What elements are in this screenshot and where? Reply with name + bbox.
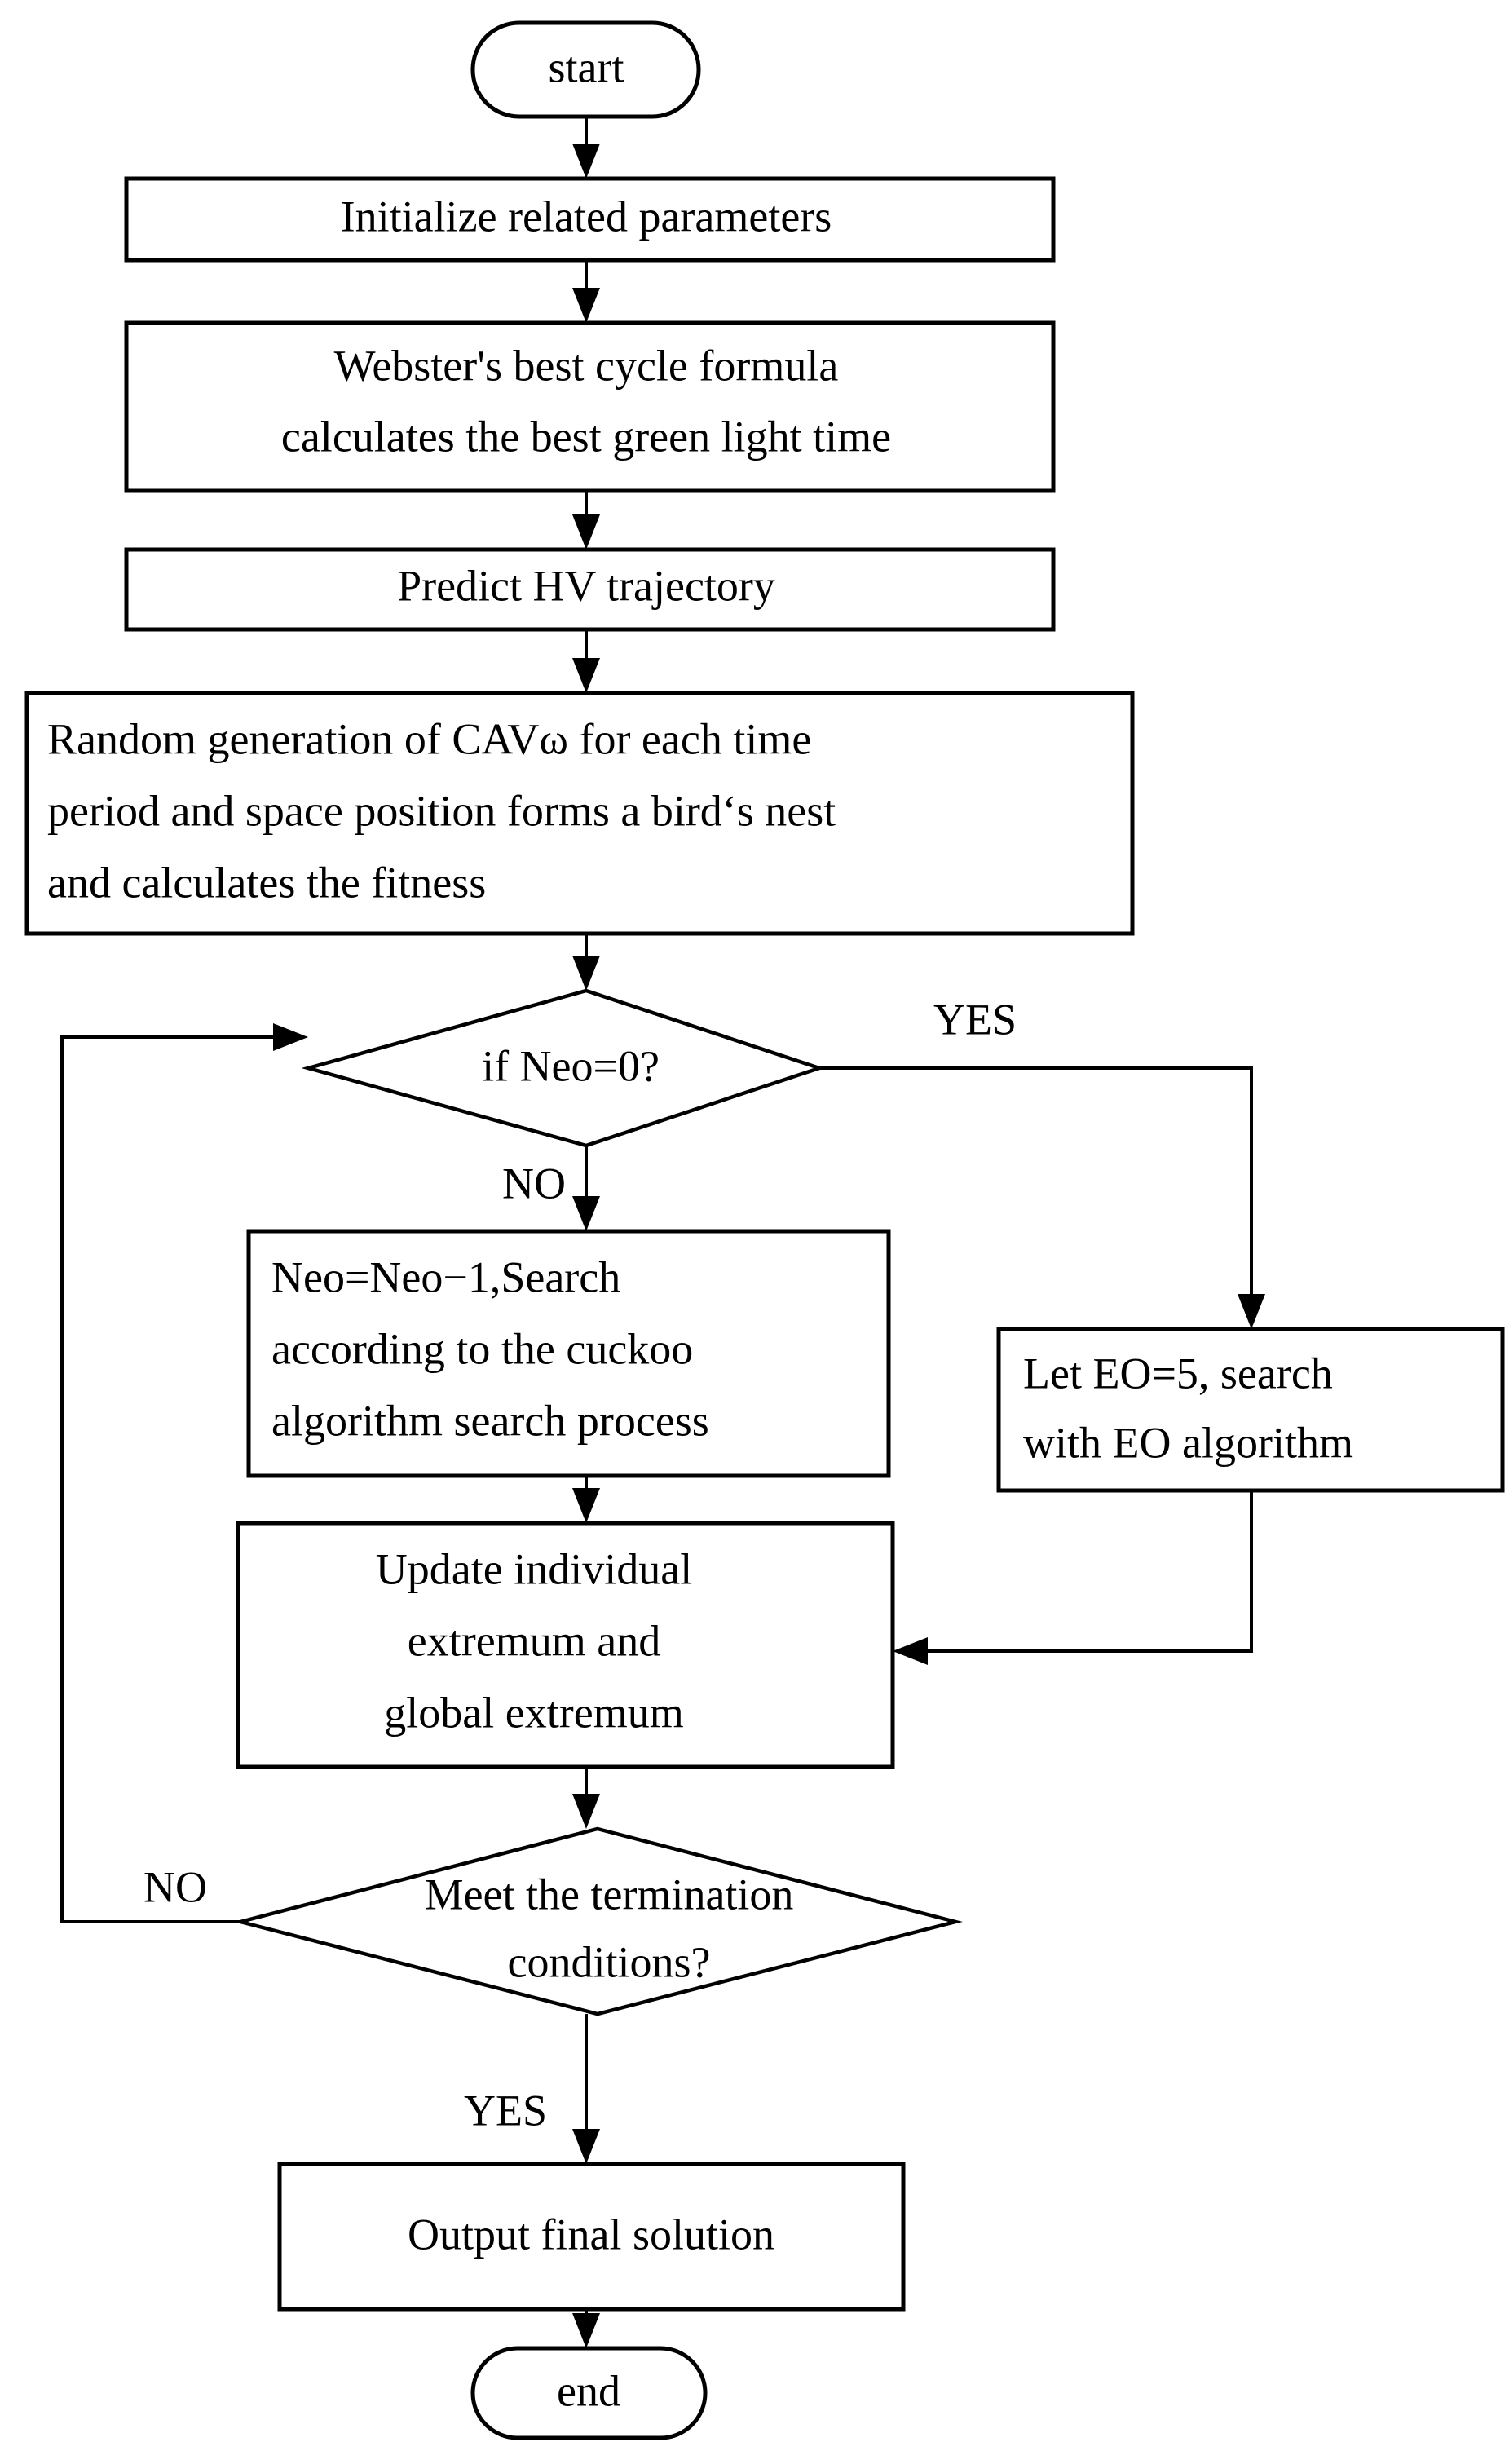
update-extremum-line1: Update individual	[376, 1544, 692, 1593]
webster-label-line1: Webster's best cycle formula	[334, 341, 839, 390]
edge-output-to-end	[572, 2309, 600, 2348]
cuckoo-line2: according to the cuckoo	[271, 1324, 693, 1373]
output-label: Output final solution	[408, 2210, 774, 2259]
random-generation-shape	[24, 691, 1135, 936]
edge-random-generation-to-neo-decision	[572, 934, 600, 991]
edge-neo-no-to-cuckoo	[572, 1146, 600, 1231]
edge-label-neo-yes: YES	[933, 995, 1017, 1044]
termination-decision-shape	[233, 1826, 963, 2016]
node-random-generation[interactable]: Random generation of CAVω for each time …	[24, 691, 1135, 936]
webster-shape	[124, 320, 1056, 493]
cuckoo-line3: algorithm search process	[271, 1396, 709, 1445]
predict-label: Predict HV trajectory	[397, 561, 775, 610]
start-shape	[470, 20, 701, 119]
cuckoo-shape	[246, 1229, 891, 1478]
edge-initialize-to-webster	[572, 260, 600, 323]
node-output[interactable]: Output final solution	[277, 2162, 906, 2312]
edge-update-extremum-to-termination	[572, 1767, 600, 1829]
eo-search-line2: with EO algorithm	[1023, 1418, 1353, 1467]
random-generation-line1: Random generation of CAVω for each time	[47, 714, 811, 763]
eo-search-line1: Let EO=5, search	[1023, 1349, 1333, 1398]
node-eo-search[interactable]: Let EO=5, search with EO algorithm	[996, 1327, 1505, 1493]
node-webster[interactable]: Webster's best cycle formula calculates …	[124, 320, 1056, 493]
node-predict[interactable]: Predict HV trajectory	[124, 547, 1056, 632]
edge-label-neo-no: NO	[502, 1159, 566, 1208]
node-update-extremum[interactable]: Update individual extremum and global ex…	[236, 1521, 895, 1769]
predict-shape	[124, 547, 1056, 632]
neo-decision-label: if Neo=0?	[482, 1041, 660, 1090]
termination-decision-line1: Meet the termination	[425, 1870, 794, 1919]
edge-start-to-initialize	[572, 117, 600, 179]
node-termination-decision[interactable]: Meet the termination conditions?	[233, 1826, 963, 2016]
edge-predict-to-random-generation	[572, 629, 600, 693]
node-initialize[interactable]: Initialize related parameters	[124, 176, 1056, 263]
node-cuckoo[interactable]: Neo=Neo−1,Search according to the cuckoo…	[246, 1229, 891, 1478]
random-generation-line2: period and space position forms a bird‘s…	[47, 786, 836, 835]
end-shape	[470, 2346, 708, 2440]
termination-decision-line2: conditions?	[508, 1937, 711, 1986]
update-extremum-line2: extremum and	[408, 1616, 660, 1665]
edge-webster-to-predict	[572, 491, 600, 550]
end-label: end	[557, 2366, 620, 2415]
node-neo-decision[interactable]: if Neo=0?	[301, 988, 826, 1148]
edge-label-termination-yes: YES	[464, 2086, 547, 2135]
node-start[interactable]: start	[470, 20, 701, 119]
cuckoo-line1: Neo=Neo−1,Search	[271, 1252, 620, 1301]
start-label: start	[549, 42, 624, 91]
edge-termination-no-to-neo-decision	[60, 1023, 308, 1923]
edge-label-termination-no: NO	[143, 1862, 207, 1911]
update-extremum-line3: global extremum	[384, 1688, 683, 1737]
eo-search-shape	[996, 1327, 1505, 1493]
initialize-label: Initialize related parameters	[341, 192, 832, 241]
node-end[interactable]: end	[470, 2346, 708, 2440]
edge-cuckoo-to-update-extremum	[572, 1476, 600, 1523]
random-generation-line3: and calculates the fitness	[47, 858, 486, 907]
webster-label-line2: calculates the best green light time	[281, 412, 891, 461]
edge-eo-search-to-update-extremum	[893, 1490, 1253, 1665]
output-shape	[277, 2162, 906, 2312]
initialize-shape	[124, 176, 1056, 263]
neo-decision-shape	[301, 988, 826, 1148]
edge-termination-yes-to-output	[572, 2014, 600, 2164]
update-extremum-shape	[236, 1521, 895, 1769]
edge-neo-yes-to-eo-search	[819, 1066, 1265, 1329]
